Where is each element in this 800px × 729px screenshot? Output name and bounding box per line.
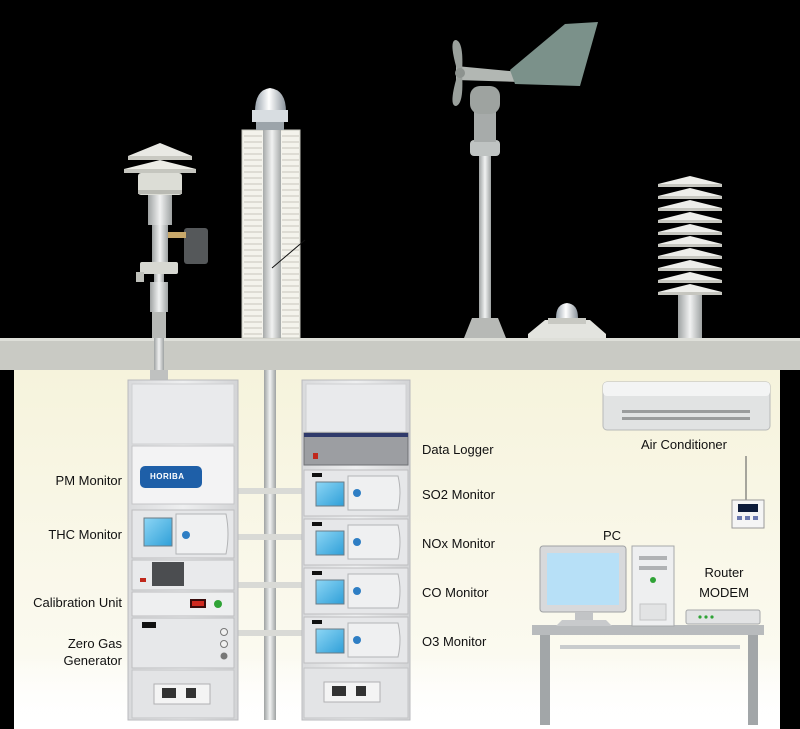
sampling-tower-icon xyxy=(241,88,306,339)
label-router-line1: Router xyxy=(704,565,744,580)
thc-monitor-unit xyxy=(131,509,235,559)
label-air-conditioner: Air Conditioner xyxy=(641,437,727,452)
label-so2-monitor: SO2 Monitor xyxy=(422,487,495,502)
temperature-shield-icon xyxy=(658,176,722,338)
sample-manifold-pipe xyxy=(264,370,276,720)
pc-icon xyxy=(539,545,675,627)
zero-gas-generator-unit xyxy=(131,617,235,719)
brand-logo: HORIBA xyxy=(150,472,185,481)
label-router-line2: MODEM xyxy=(699,585,749,600)
router-modem-icon xyxy=(685,609,761,625)
label-nox-monitor: NOx Monitor xyxy=(422,536,495,551)
right-equipment-rack xyxy=(301,379,411,721)
label-zero-gas-line1: Zero Gas xyxy=(67,636,122,651)
label-pc: PC xyxy=(603,528,622,543)
anemometer-vane-icon xyxy=(452,22,598,338)
label-o3-monitor: O3 Monitor xyxy=(422,634,487,649)
calibration-unit xyxy=(131,559,235,617)
label-thc-monitor: THC Monitor xyxy=(48,527,122,542)
pm-inlet-icon xyxy=(124,143,208,380)
roof-slab xyxy=(0,338,800,370)
label-data-logger: Data Logger xyxy=(422,442,494,457)
data-logger-unit xyxy=(303,432,409,466)
label-calibration-unit: Calibration Unit xyxy=(33,595,122,610)
label-zero-gas-line2: Generator xyxy=(63,653,122,668)
label-co-monitor: CO Monitor xyxy=(422,585,489,600)
pm-monitor-unit xyxy=(131,445,235,505)
left-equipment-rack xyxy=(127,379,239,721)
pipe-connectors xyxy=(238,488,302,636)
air-conditioner-unit xyxy=(602,381,771,529)
radiation-sensor-icon xyxy=(528,303,606,338)
computer-desk xyxy=(532,625,764,725)
label-pm-monitor: PM Monitor xyxy=(55,473,122,488)
